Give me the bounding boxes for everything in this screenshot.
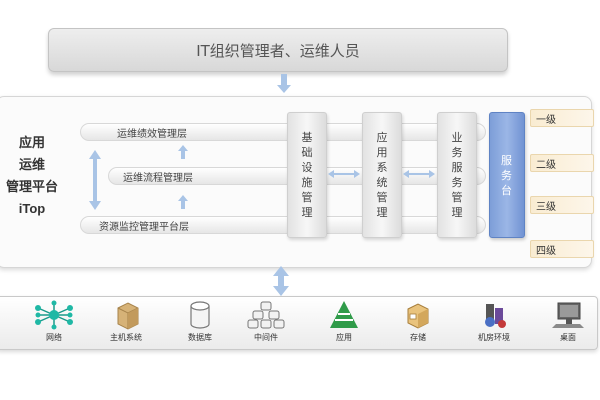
resource-storage: 存储 [388, 300, 448, 343]
resource-label: 存储 [410, 333, 426, 342]
level-label: 四级 [536, 245, 556, 257]
resource-datacenter-environment: 机房环境 [464, 300, 524, 343]
horizontal-double-arrow-icon [328, 170, 360, 178]
resource-desktop: 桌面 [538, 300, 598, 343]
level-tag-2: 二级 [530, 154, 594, 172]
top-banner: IT组织管理者、运维人员 [48, 28, 508, 72]
column-infrastructure: 基础设施管理 [287, 112, 327, 238]
up-arrow-icon [178, 145, 188, 159]
resource-label: 中间件 [254, 333, 278, 342]
layer-resource-monitoring: 资源监控管理平台层 [80, 216, 486, 234]
level-label: 二级 [536, 159, 556, 171]
column-application-system: 应用系统管理 [362, 112, 402, 238]
layer-label: 运维流程管理层 [123, 172, 193, 184]
host-system-icon [117, 302, 139, 330]
resource-label: 桌面 [560, 333, 576, 342]
datacenter-environment-icon [485, 304, 506, 328]
desktop-icon [552, 302, 584, 328]
storage-icon [407, 303, 429, 329]
resource-middleware: 中间件 [236, 300, 296, 343]
column-label: 应用系统管理 [376, 131, 388, 219]
banner-title: IT组织管理者、运维人员 [196, 41, 360, 60]
application-icon [330, 301, 358, 328]
level-tag-1: 一级 [530, 109, 594, 127]
layer-label: 运维绩效管理层 [117, 128, 187, 140]
up-arrow-icon [178, 195, 188, 209]
level-label: 一级 [536, 114, 556, 126]
layer-performance: 运维绩效管理层 [80, 123, 486, 141]
level-tag-3: 三级 [530, 196, 594, 214]
resource-application: 应用 [314, 300, 374, 343]
level-tag-4: 四级 [530, 240, 594, 258]
horizontal-double-arrow-icon [403, 170, 435, 178]
resource-label: 主机系统 [110, 333, 142, 342]
down-arrow-icon [277, 74, 291, 93]
resource-label: 机房环境 [478, 333, 510, 342]
resource-label: 网络 [46, 333, 62, 342]
vertical-double-arrow-icon [89, 150, 101, 210]
platform-label-line: 运维 [18, 157, 45, 172]
platform-label-line: 应用 [18, 135, 45, 150]
resource-label: 数据库 [188, 333, 212, 342]
platform-label-line: 管理平台 [6, 179, 59, 194]
resource-label: 应用 [336, 333, 352, 342]
column-label: 业务服务管理 [451, 131, 463, 219]
resource-network: 网络 [24, 300, 84, 343]
database-icon [190, 301, 210, 329]
service-desk-label: 服务台 [501, 153, 512, 197]
column-label: 基础设施管理 [301, 131, 313, 219]
resource-host-system: 主机系统 [96, 300, 156, 343]
platform-label: 应用 运维 管理平台 iTop [6, 132, 58, 220]
layer-label: 资源监控管理平台层 [99, 221, 189, 233]
middleware-icon [247, 301, 285, 329]
level-label: 三级 [536, 201, 556, 213]
column-business-service: 业务服务管理 [437, 112, 477, 238]
resource-database: 数据库 [170, 300, 230, 343]
vertical-double-arrow-icon [273, 266, 289, 296]
network-icon [35, 300, 73, 330]
service-desk: 服务台 [489, 112, 525, 238]
platform-label-line: iTop [18, 201, 46, 216]
